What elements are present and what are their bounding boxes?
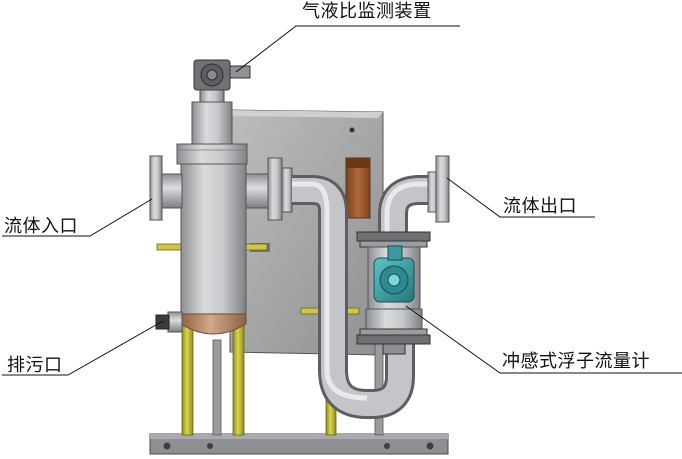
flowmeter-assembly (356, 231, 431, 355)
label-fluid-inlet: 流体入口 (4, 216, 78, 237)
label-gas-liquid-monitor: 气液比监测装置 (302, 1, 432, 22)
piping (292, 175, 438, 419)
label-drain-outlet: 排污口 (7, 355, 63, 376)
separator-vessel (149, 59, 271, 335)
base-plate (149, 433, 449, 455)
vessel-outlet-flange (267, 157, 293, 221)
label-fluid-outlet: 流体出口 (503, 196, 577, 217)
label-float-flowmeter: 冲感式浮子流量计 (502, 351, 650, 372)
outlet-flange (427, 155, 450, 223)
leader-lines (2, 25, 682, 376)
